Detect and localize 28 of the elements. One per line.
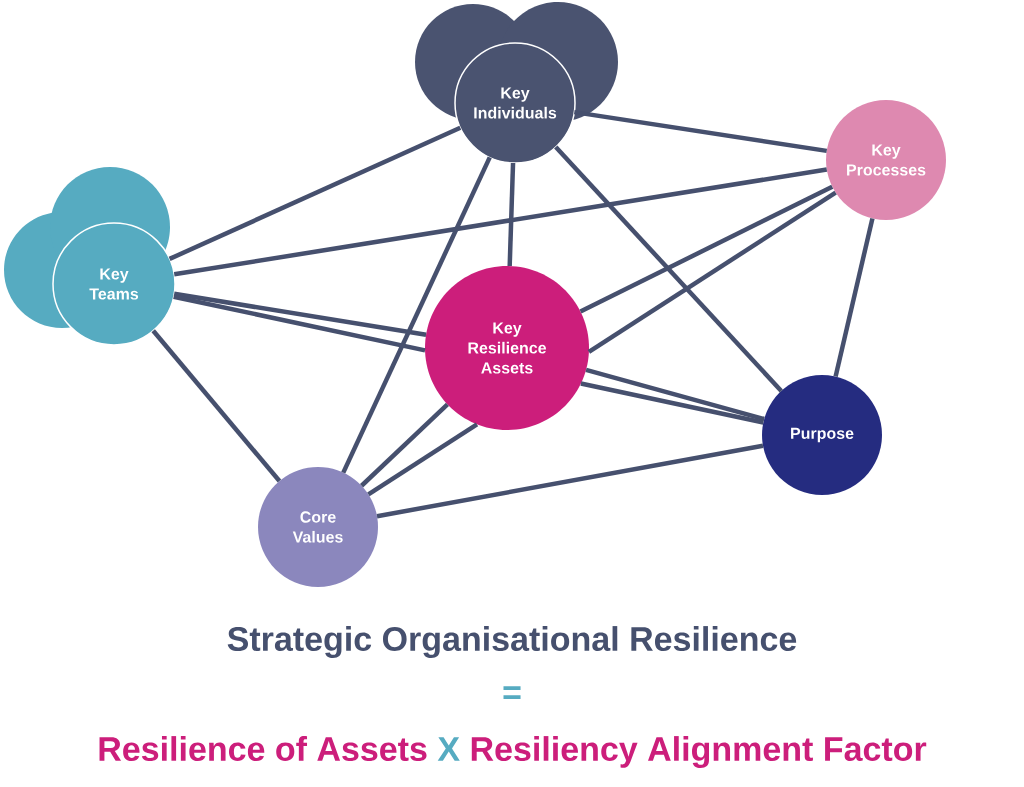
connector-line	[173, 167, 828, 277]
circle-node: Key Processes	[826, 100, 946, 220]
connector-line	[579, 184, 834, 314]
equals-sign: =	[503, 686, 521, 699]
connector-line	[341, 156, 492, 474]
connector-line	[585, 367, 765, 422]
connector-line	[376, 443, 764, 519]
circle-node: Key Resilience Assets	[425, 266, 589, 430]
connector-line	[367, 422, 479, 497]
connector-line	[833, 217, 875, 378]
formula-term: Resiliency Alignment Factor	[471, 736, 927, 768]
connector-line	[173, 291, 427, 338]
connector-line	[554, 145, 783, 393]
circle-cluster: Key Teams	[4, 167, 176, 346]
connector-line	[360, 402, 449, 488]
circle-cluster: Key Individuals	[415, 2, 618, 164]
connector-line	[173, 294, 426, 353]
connector-line	[580, 381, 764, 425]
circle-node: Purpose	[762, 375, 882, 495]
connector-line	[573, 109, 828, 154]
connector-line	[507, 162, 516, 267]
heading-text: Strategic Organisational Resilience	[227, 626, 797, 658]
multiply-sign: X	[437, 737, 460, 761]
connector-line	[587, 190, 837, 354]
circle-node: Core Values	[258, 467, 378, 587]
connector-line	[151, 329, 282, 483]
formula-term: Resilience of Assets	[99, 736, 427, 762]
connector-line	[168, 125, 462, 261]
